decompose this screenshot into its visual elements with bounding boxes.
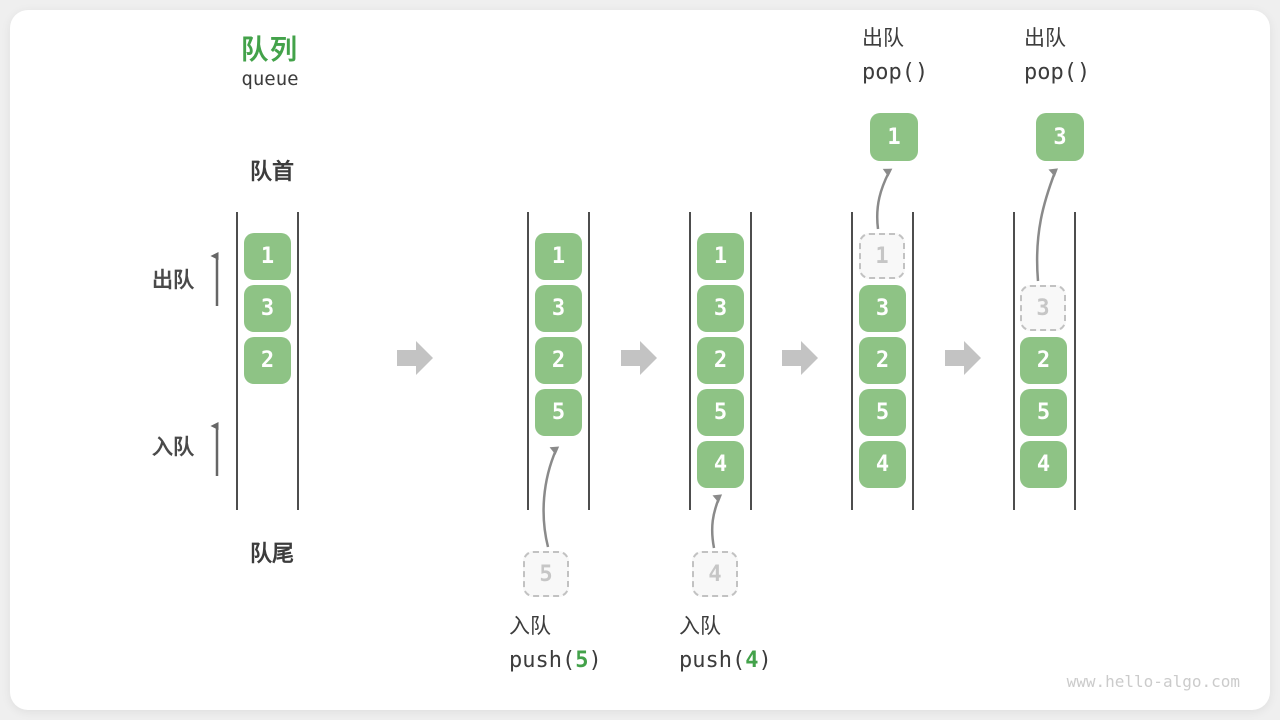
queue-cell: 3 <box>535 285 582 332</box>
queue-cell: 5 <box>697 389 744 436</box>
op-code-text: ) <box>758 648 772 673</box>
removed-ghost-cell: 1 <box>859 233 905 279</box>
op-code-text: push( <box>509 648 576 673</box>
queue-wall <box>1013 212 1015 510</box>
op-code-arg: 4 <box>745 648 759 673</box>
op-code-text: push( <box>679 648 746 673</box>
queue-wall <box>527 212 529 510</box>
queue-cell: 4 <box>859 441 906 488</box>
queue-cell: 2 <box>535 337 582 384</box>
op-pop-2-label: 出队 <box>1024 27 1066 50</box>
queue-cell: 1 <box>244 233 291 280</box>
queue-cell: 5 <box>859 389 906 436</box>
op-pop-1: 出队 pop() <box>862 28 928 84</box>
incoming-ghost-cell: 5 <box>523 551 569 597</box>
label-queue-rear: 队尾 <box>249 541 294 566</box>
op-pop-2-code: pop() <box>1024 60 1091 85</box>
queue-cell: 2 <box>859 337 906 384</box>
op-pop-1-code: pop() <box>862 60 929 85</box>
queue-wall <box>1074 212 1076 510</box>
queue-cell: 2 <box>1020 337 1067 384</box>
queue-wall <box>912 212 914 510</box>
queue-cell: 1 <box>535 233 582 280</box>
queue-cell: 5 <box>535 389 582 436</box>
queue-wall <box>689 212 691 510</box>
watermark: www.hello-algo.com <box>1066 672 1240 691</box>
op-push-5-label: 入队 <box>509 615 551 638</box>
queue-wall <box>588 212 590 510</box>
queue-cell: 5 <box>1020 389 1067 436</box>
op-pop-2: 出队 pop() <box>1024 28 1090 84</box>
queue-wall <box>236 212 238 510</box>
op-push-4: 入队 push(4) <box>679 616 772 672</box>
label-queue-front: 队首 <box>249 159 294 184</box>
popped-cell: 1 <box>870 113 918 161</box>
queue-cell: 3 <box>697 285 744 332</box>
queue-wall <box>851 212 853 510</box>
popped-cell: 3 <box>1036 113 1084 161</box>
queue-cell: 2 <box>244 337 291 384</box>
queue-cell: 3 <box>244 285 291 332</box>
label-dequeue-direction: 出队 <box>152 269 194 292</box>
queue-cell: 2 <box>697 337 744 384</box>
op-pop-1-label: 出队 <box>862 27 904 50</box>
op-push-4-code: push(4) <box>679 650 772 672</box>
op-push-5-code: push(5) <box>509 650 602 672</box>
op-push-4-label: 入队 <box>679 615 721 638</box>
queue-cell: 3 <box>859 285 906 332</box>
title-en: queue <box>241 68 299 90</box>
incoming-ghost-cell: 4 <box>692 551 738 597</box>
title-zh: 队列 <box>241 35 299 65</box>
op-code-text: ) <box>588 648 602 673</box>
queue-cell: 4 <box>1020 441 1067 488</box>
op-code-arg: 5 <box>575 648 589 673</box>
label-enqueue-direction: 入队 <box>152 436 194 459</box>
queue-cell: 4 <box>697 441 744 488</box>
queue-wall <box>297 212 299 510</box>
queue-wall <box>750 212 752 510</box>
queue-cell: 1 <box>697 233 744 280</box>
removed-ghost-cell: 3 <box>1020 285 1066 331</box>
op-push-5: 入队 push(5) <box>509 616 602 672</box>
